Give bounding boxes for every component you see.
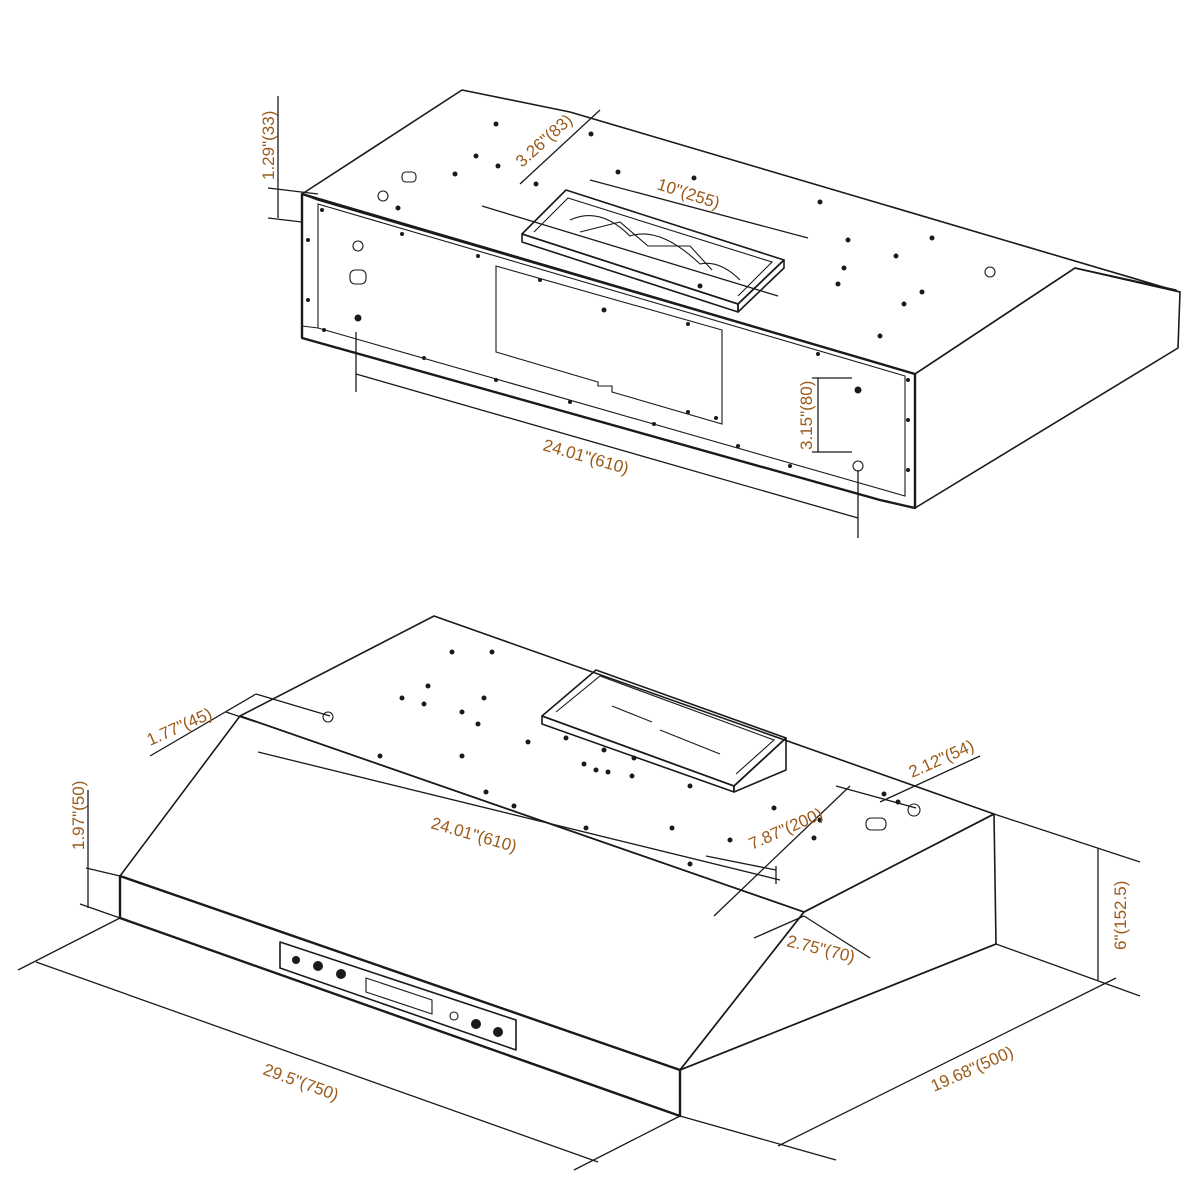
bottom-duct-collar	[541, 669, 787, 793]
dim-rear-offset-right-label: 2.12"(54)	[906, 736, 977, 782]
dim-front-mount-spacing-label: 24.01"(610)	[429, 814, 519, 857]
dim-front-offset-label: 2.75"(70)	[785, 931, 857, 966]
dim-total-height-label: 6"(152.5)	[1111, 881, 1130, 950]
dim-duct-width-label: 10"(255)	[655, 175, 722, 213]
bottom-mounting-holes	[377, 649, 901, 867]
fan-mid-button-icon	[471, 1019, 481, 1029]
dim-mount-spacing-label: 24.01"(610)	[541, 436, 631, 479]
dim-depth-label: 19.68"(500)	[928, 1042, 1016, 1095]
top-duct-collar	[521, 189, 785, 313]
dim-front-height-label: 1.97"(50)	[69, 781, 88, 850]
light-button-icon	[313, 961, 323, 971]
power-button-icon	[292, 956, 300, 964]
timer-button-icon	[449, 1011, 459, 1021]
top-dimension-lines	[267, 96, 859, 538]
dim-rear-offset-left-label: 1.77"(45)	[144, 704, 215, 750]
top-hood-drawing: 1.29"(33) 3.26"(83) 10"(255) 24.01"(610)…	[259, 89, 1181, 538]
control-panel	[279, 941, 517, 1051]
top-mounting-holes	[306, 121, 935, 472]
fan-low-button-icon	[336, 969, 346, 979]
bottom-dimension-lines	[17, 693, 1141, 1171]
fan-high-button-icon	[493, 1027, 503, 1037]
dim-flange-height-label: 1.29"(33)	[259, 111, 278, 180]
bottom-hood-drawing: 1.77"(45) 24.01"(610) 2.12"(54) 7.87"(20…	[17, 615, 1141, 1171]
dim-side-hole-spacing-label: 3.15"(80)	[797, 381, 816, 450]
dim-duct-offset-label: 7.87"(200)	[746, 804, 826, 853]
